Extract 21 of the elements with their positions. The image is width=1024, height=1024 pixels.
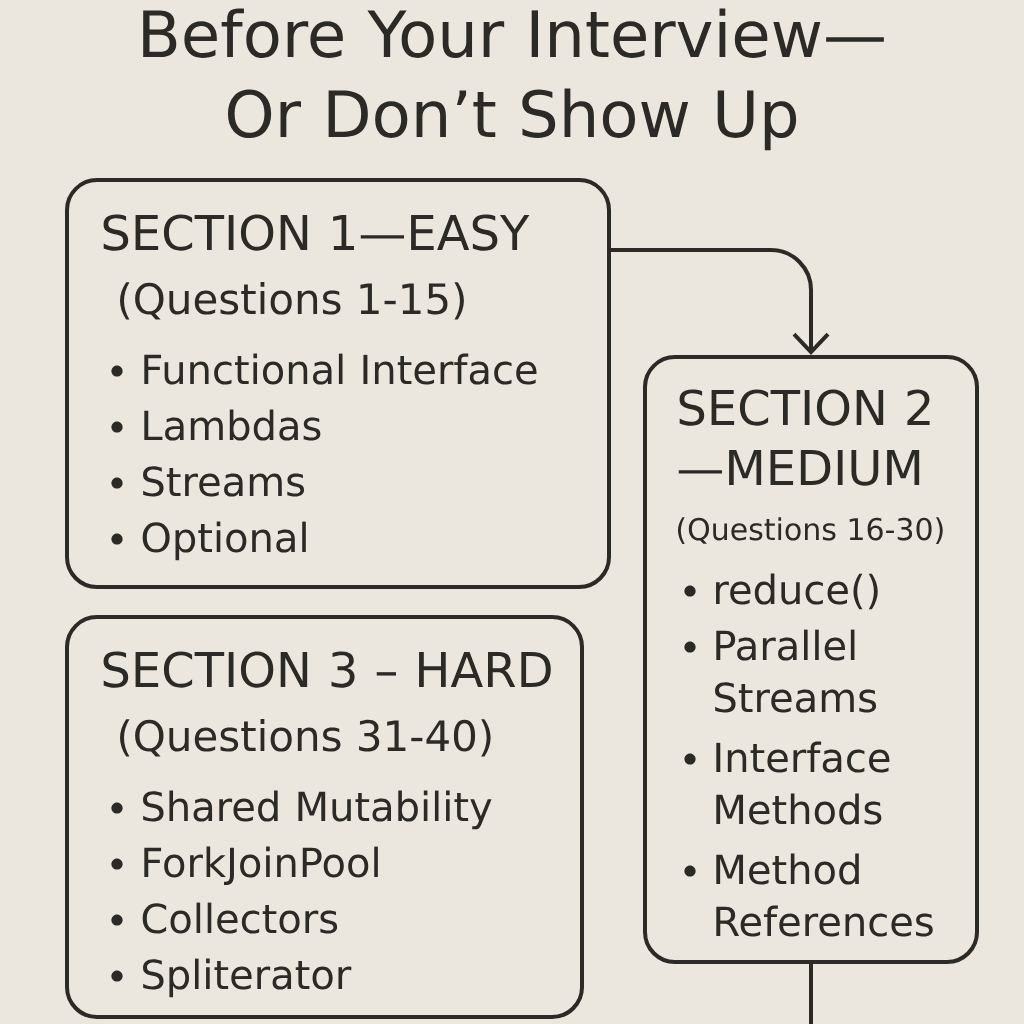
list-item: Collectors <box>142 902 338 934</box>
list-item: Method References <box>716 853 933 937</box>
list-item: Parallel Streams <box>715 629 877 713</box>
question-range: (Questions 1-15) <box>120 282 464 320</box>
section-heading: SECTION 2 —MEDIUM <box>678 389 930 486</box>
list-item: Shared Mutability <box>143 790 492 830</box>
connector-line <box>809 964 813 1024</box>
question-range: (Questions 16-30) <box>678 517 943 544</box>
list-item: Interface Methods <box>716 741 890 825</box>
section-heading: SECTION 1—EASY <box>103 214 530 251</box>
list-item: ForkJoinPool <box>144 846 378 885</box>
arrow <box>611 248 830 355</box>
title: Before Your Interview— Or Don’t Show Up <box>143 8 884 151</box>
question-range: (Questions 31-40) <box>120 719 491 757</box>
list-item: Streams <box>143 466 305 497</box>
list-item: Functional Interface <box>144 353 537 385</box>
list-item: Spliterator <box>143 958 352 998</box>
section-heading: SECTION 3 – HARD <box>103 651 551 688</box>
list-item: Optional <box>142 521 306 561</box>
list-item: reduce() <box>716 573 878 610</box>
list-item: Lambdas <box>144 409 321 441</box>
